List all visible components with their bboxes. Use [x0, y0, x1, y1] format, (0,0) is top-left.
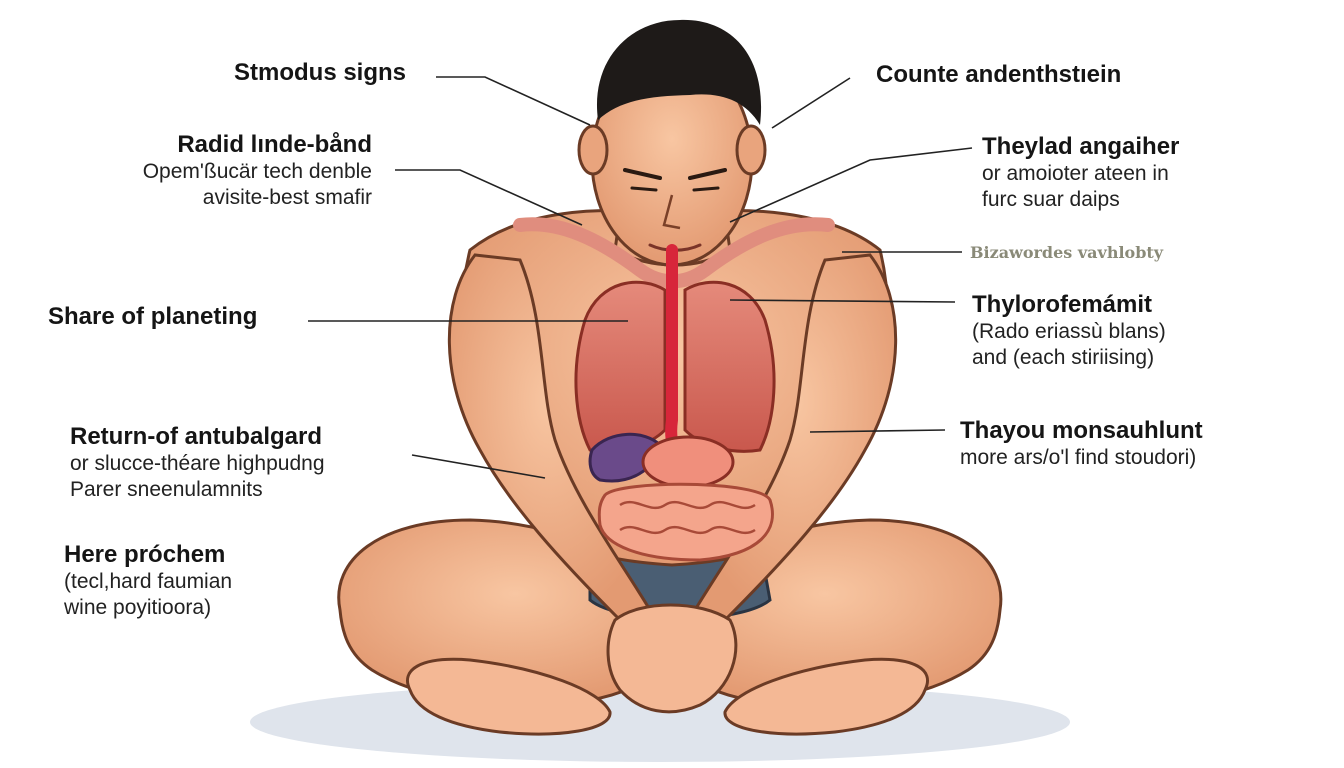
- label-left-3-line1: or slucce-théare highpudng: [70, 451, 325, 477]
- label-right-1-title: Theylad angaiher: [982, 132, 1179, 161]
- label-left-4-title: Here próchem: [64, 540, 232, 569]
- label-left-1-line1: Opem'ßucär tech denble: [100, 159, 372, 185]
- right-lung: [685, 282, 774, 451]
- label-left-4-line2: wine poyitioora): [64, 595, 232, 621]
- label-left-3: Return-of antubalgard or slucce-théare h…: [70, 422, 325, 502]
- left-lung: [576, 282, 665, 451]
- label-left-3-title: Return-of antubalgard: [70, 422, 325, 451]
- label-left-3-line2: Parer sneenulamnits: [70, 477, 325, 503]
- label-left-2-title: Share of planeting: [48, 302, 257, 331]
- label-right-small: Bizawordes vavhlobty: [970, 243, 1163, 263]
- label-left-4-line1: (tecl,hard faumian: [64, 569, 232, 595]
- left-ear: [579, 126, 607, 174]
- label-right-1: Theylad angaiher or amoioter ateen in fu…: [982, 132, 1179, 212]
- label-right-2-title: Thylorofemámit: [972, 290, 1166, 319]
- label-right-1-line1: or amoioter ateen in: [982, 161, 1179, 187]
- label-right-1-line2: furc suar daips: [982, 187, 1179, 213]
- label-right-3-title: Thayou monsauhlunt: [960, 416, 1203, 445]
- label-top-right: Counte andenthstıein: [876, 60, 1121, 89]
- right-ear: [737, 126, 765, 174]
- leader-top-left: [436, 77, 590, 125]
- label-left-1-title: Radid lınde-bånd: [100, 130, 372, 159]
- stomach: [643, 437, 733, 487]
- label-top-left-title: Stmodus signs: [234, 58, 406, 87]
- label-right-small-title: Bizawordes vavhlobty: [970, 243, 1163, 263]
- label-left-1-line2: avisite-best smafir: [100, 185, 372, 211]
- label-right-3: Thayou monsauhlunt more ars/o'l find sto…: [960, 416, 1203, 471]
- label-right-2-line1: (Rado eriassù blans): [972, 319, 1166, 345]
- intestines: [599, 484, 772, 560]
- leader-top-right: [772, 78, 850, 128]
- label-left-1: Radid lınde-bånd Opem'ßucär tech denble …: [100, 130, 372, 210]
- label-top-left: Stmodus signs: [234, 58, 406, 87]
- label-left-4: Here próchem (tecl,hard faumian wine poy…: [64, 540, 232, 620]
- label-top-right-title: Counte andenthstıein: [876, 60, 1121, 89]
- label-right-3-line1: more ars/o'l find stoudori): [960, 445, 1203, 471]
- label-right-2-line2: and (each stiriising): [972, 345, 1166, 371]
- label-right-2: Thylorofemámit (Rado eriassù blans) and …: [972, 290, 1166, 370]
- label-left-2: Share of planeting: [48, 302, 257, 331]
